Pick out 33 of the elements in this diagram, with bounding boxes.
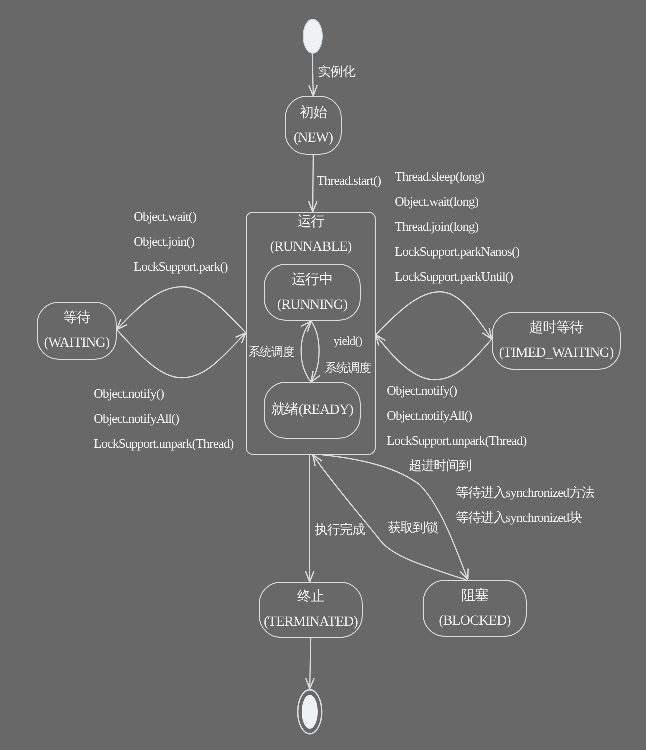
edge-label: 系统调度: [248, 344, 294, 360]
transition-arrow: [376, 291, 493, 340]
composite-state-box: [246, 212, 376, 455]
edge-label: 实例化: [318, 63, 356, 81]
transition-arrow: [305, 455, 315, 583]
edge-label: Object.wait() Object.join() LockSupport.park(): [134, 208, 228, 276]
transition-arrow: [308, 54, 318, 97]
state-box: 阻塞 (BLOCKED): [423, 580, 527, 637]
edge-label: Object.notify() Object.notifyAll() LockSupport.unpark(Thread): [94, 385, 234, 453]
state-label: 运行: [297, 215, 325, 230]
transition-arrow: [300, 320, 312, 383]
state-box: 超时等待 (TIMED_WAITING): [492, 312, 621, 370]
transition-arrow: [310, 321, 321, 383]
edge-label: yield() 系统调度: [325, 332, 371, 376]
transition-arrow: [305, 638, 316, 690]
edge-label: Thread.start(): [317, 172, 382, 190]
state-box: 运行中 (RUNNING): [264, 264, 361, 321]
state-box: 就绪(READY): [264, 382, 361, 439]
transition-arrow: [375, 334, 492, 381]
transition-arrow: [308, 155, 318, 213]
end-circle: [297, 689, 323, 735]
state-label: (RUNNABLE): [270, 240, 352, 255]
edge-label: Object.notify() Object.notifyAll() LockSupport.unpark(Thread) 超进时间到: [387, 382, 527, 474]
state-box: 终止 (TERMINATED): [259, 582, 363, 638]
edge-label: 等待进入synchronized方法等待进入synchronized块: [456, 484, 596, 527]
state-box: 初始 (NEW): [285, 96, 342, 155]
state-box: 等待 (WAITING): [37, 302, 117, 360]
edge-label: 获取到锁: [388, 518, 438, 536]
transition-arrow: [116, 286, 246, 334]
start-circle: [302, 19, 322, 54]
edge-label: 执行完成: [315, 520, 365, 538]
transition-arrow: [116, 329, 247, 379]
edge-label: Thread.sleep(long) Object.wait(long) Thread.join(long) LockSupport.parkNanos() LockSupport.parkUntil(): [395, 168, 520, 286]
